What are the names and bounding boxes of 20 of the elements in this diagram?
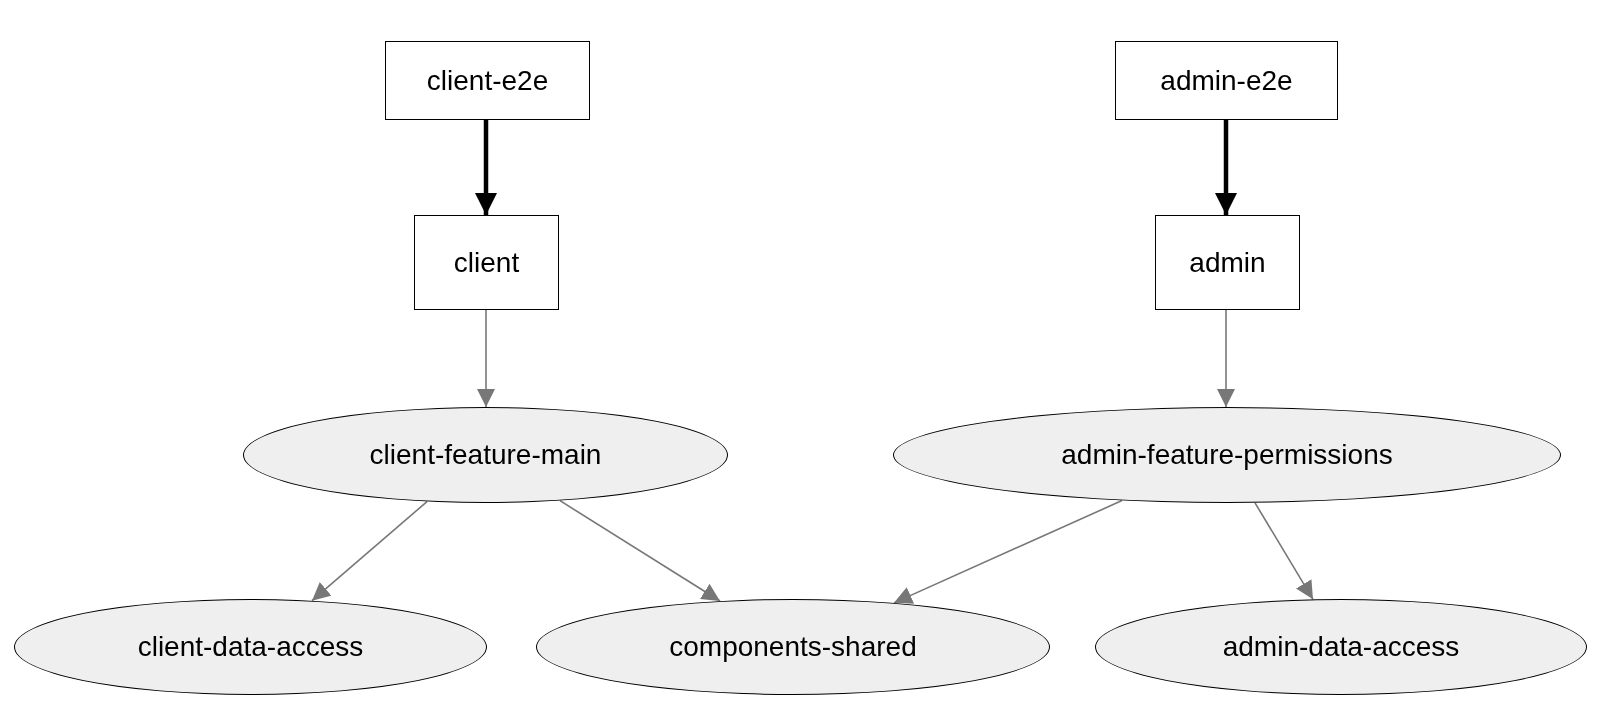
node-label: client-data-access [137, 631, 364, 663]
node-label: components-shared [669, 631, 917, 663]
app-box [385, 41, 590, 120]
node-label: admin-feature-permissions [1061, 439, 1393, 471]
node-label: client-feature-main [369, 439, 602, 471]
arrow [893, 499, 1123, 604]
app-box [1115, 41, 1338, 120]
app-box [1155, 215, 1300, 310]
arrow [559, 499, 721, 602]
node-label: admin [1189, 246, 1266, 279]
node-label: admin-e2e [1160, 64, 1293, 97]
arrow [1254, 502, 1314, 601]
arrow [477, 309, 495, 408]
node-label: client-e2e [426, 64, 549, 97]
arrow [475, 120, 497, 215]
arrow [1217, 309, 1235, 408]
arrow [1215, 120, 1237, 215]
node-label: admin-data-access [1222, 631, 1460, 663]
node-label: client [453, 246, 520, 279]
app-box [414, 215, 559, 310]
